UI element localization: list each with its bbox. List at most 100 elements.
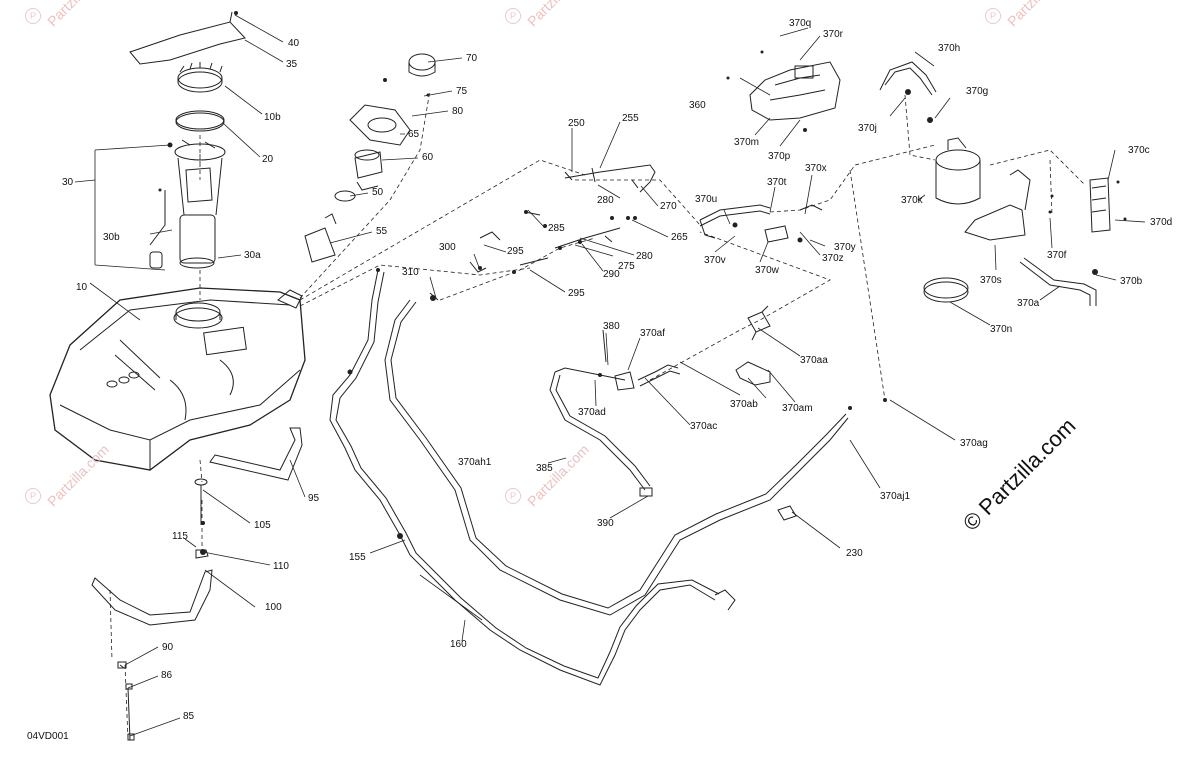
part-label: 370ab: [730, 399, 758, 410]
part-label: 370x: [805, 163, 827, 174]
part-label: 370ah1: [458, 457, 492, 468]
part-label: 10: [76, 282, 88, 293]
part-label: 295: [568, 288, 585, 299]
part-label: 370aj1: [880, 491, 911, 502]
part-label: 50: [372, 187, 384, 198]
fuel-pump-assembly: [149, 139, 226, 269]
part-label: 285: [548, 223, 565, 234]
part-label: 370ag: [960, 438, 988, 449]
part-label: 390: [597, 518, 614, 529]
clamp-370n: [923, 277, 969, 303]
part-label: 65: [408, 129, 420, 140]
part-label: 250: [568, 118, 585, 129]
part-label: 70: [466, 53, 478, 64]
part-label: 86: [161, 670, 173, 681]
diagram-code: 04VD001: [27, 731, 69, 742]
watermark-symbol: P: [25, 8, 41, 24]
clamp: [334, 190, 356, 202]
part-label: 370a: [1017, 298, 1040, 309]
part-label: 75: [456, 86, 468, 97]
part-label: 90: [162, 642, 174, 653]
filler-housing: [349, 104, 411, 146]
purge-valve-370m: [749, 61, 841, 121]
part-label: 370z: [822, 253, 844, 264]
part-label: 370k: [901, 195, 923, 206]
part-label: 370y: [834, 242, 856, 253]
connector-230: [777, 505, 797, 521]
solenoid-370aa: [747, 305, 771, 341]
check-valve-370w: [764, 225, 789, 243]
bracket-370s: [964, 169, 1031, 241]
part-label: 370ac: [690, 421, 718, 432]
gasket: [175, 110, 225, 132]
part-label: 20: [262, 154, 274, 165]
filter-55: [304, 213, 337, 263]
hose-370u: [699, 204, 823, 239]
part-label: 295: [507, 246, 524, 257]
part-label: 310: [402, 267, 419, 278]
part-label: 280: [597, 195, 614, 206]
part-label: 370m: [734, 137, 760, 148]
part-label: 160: [450, 639, 467, 650]
canister-370k: [935, 137, 981, 205]
part-label: 360: [689, 100, 706, 111]
bolt-85: [117, 661, 135, 741]
part-label: 155: [349, 552, 366, 563]
hose-370a: [1019, 257, 1097, 306]
strap-100: [91, 569, 213, 626]
part-label: 300: [439, 242, 456, 253]
part-label: 115: [172, 531, 188, 542]
part-label: 35: [286, 59, 298, 70]
part-label: 100: [265, 602, 282, 613]
part-label: 275: [618, 261, 635, 272]
part-label: 370w: [755, 265, 779, 276]
bracket-top: [129, 11, 246, 65]
watermark-symbol: P: [505, 488, 521, 504]
part-label: 85: [183, 711, 195, 722]
part-label: 255: [622, 113, 639, 124]
part-label: 265: [671, 232, 688, 243]
part-label: 370q: [789, 18, 812, 29]
watermark-symbol: P: [505, 8, 521, 24]
hose-370ad: [549, 367, 653, 497]
filler-cap: [408, 53, 436, 77]
part-label: 370f: [1047, 250, 1067, 261]
part-label: 105: [254, 520, 271, 531]
part-label: 385: [536, 463, 553, 474]
bolt-105: [194, 478, 208, 525]
leader-lines: [74, 14, 1146, 737]
lock-ring: [177, 62, 223, 93]
strap-95: [209, 427, 303, 481]
part-label: 80: [452, 106, 464, 117]
part-label: 370v: [704, 255, 726, 266]
part-label: 370ad: [578, 407, 606, 418]
fittings: [158, 11, 1127, 555]
part-label: 370n: [990, 324, 1013, 335]
part-label: 370t: [767, 177, 787, 188]
watermark-symbol: P: [25, 488, 41, 504]
hose-370ac: [637, 364, 681, 387]
part-label: 370af: [640, 328, 666, 339]
part-label: 370b: [1120, 276, 1143, 287]
part-label: 270: [660, 201, 677, 212]
valve-370af: [602, 329, 635, 391]
mount-370c: [1089, 177, 1111, 233]
part-label: 370r: [823, 29, 844, 40]
part-label: 30: [62, 177, 74, 188]
part-label: 370aa: [800, 355, 828, 366]
part-label: 55: [376, 226, 388, 237]
part-label: 370s: [980, 275, 1002, 286]
part-label: 30b: [103, 232, 120, 243]
part-label: 60: [422, 152, 434, 163]
dashed-paths: [109, 89, 1086, 741]
hose-370h: [879, 61, 937, 96]
vent-lines: [429, 164, 656, 301]
part-label: 370am: [782, 403, 813, 414]
fuel-tank: [49, 287, 306, 471]
part-label: 370h: [938, 43, 961, 54]
bracket-370ab: [735, 361, 771, 386]
part-label: 370j: [858, 123, 877, 134]
part-label: 40: [288, 38, 300, 49]
part-label: 290: [603, 269, 620, 280]
